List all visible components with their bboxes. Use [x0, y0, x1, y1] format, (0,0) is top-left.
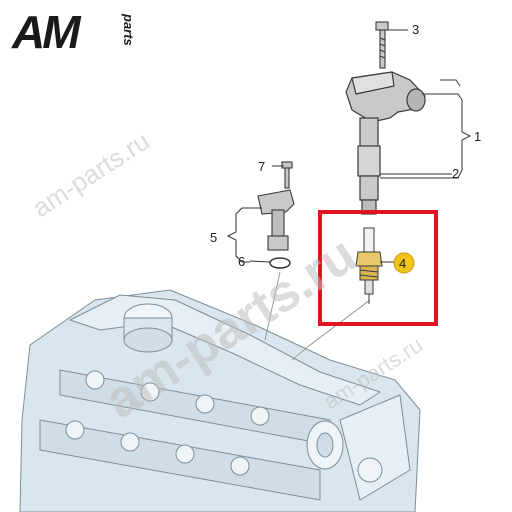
cylinder-head-illustration — [19, 289, 421, 512]
callout-4: 4 — [399, 256, 406, 271]
callout-5: 5 — [210, 230, 217, 245]
logo-mark: AM — [11, 6, 82, 58]
callout-badge-4 — [393, 252, 415, 274]
spark-plug — [355, 227, 383, 304]
am-parts-logo: AM parts — [11, 6, 136, 58]
coil-bolt — [375, 21, 389, 69]
callout-6: 6 — [238, 254, 245, 269]
ignition-coil — [345, 71, 426, 215]
callout-leaders — [226, 29, 472, 263]
callout-2: 2 — [452, 166, 459, 181]
callout-7: 7 — [258, 159, 265, 174]
callout-1: 1 — [474, 129, 481, 144]
o-ring — [269, 257, 291, 269]
callout-labels: 1 2 3 4 5 6 7 — [210, 22, 481, 271]
sensor-bolt — [281, 161, 293, 189]
logo-sub: parts — [121, 13, 136, 46]
highlight-box — [318, 210, 438, 326]
watermark-left: am-parts.ru — [27, 125, 155, 223]
callout-3: 3 — [412, 22, 419, 37]
camshaft-sensor — [257, 189, 295, 251]
